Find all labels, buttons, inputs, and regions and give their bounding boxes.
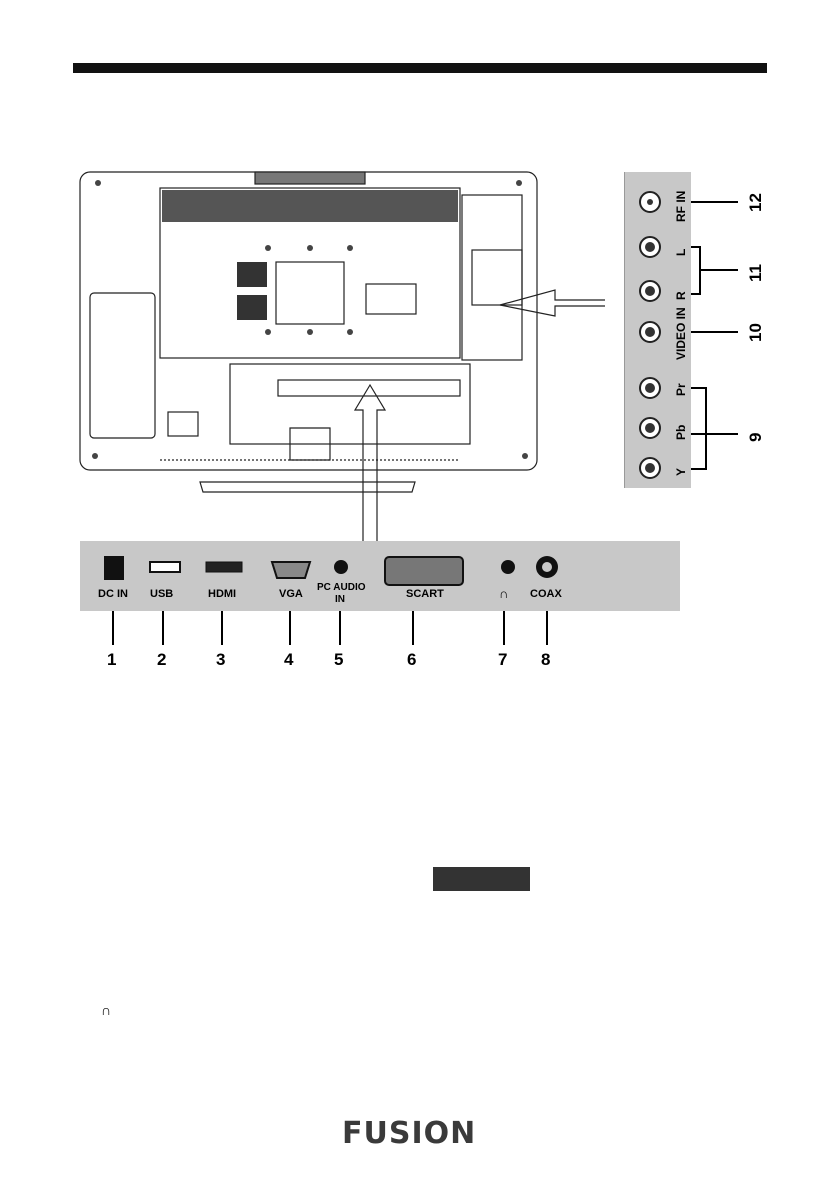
- callout-7: 7: [498, 650, 508, 669]
- callout-4: 4: [284, 650, 294, 669]
- rear-cover: [159, 187, 461, 359]
- callout-3: 3: [216, 650, 226, 669]
- headphone-icon-inline: ∩: [101, 1002, 112, 1018]
- redaction-box: [433, 867, 530, 891]
- port-label-dc-in: DC IN: [98, 588, 128, 600]
- vga-port: [270, 561, 312, 579]
- scart-port: [384, 556, 464, 586]
- top-rule: [73, 63, 767, 73]
- dc-in-jack: [104, 556, 124, 580]
- tv-rear-illustration: [79, 171, 738, 645]
- bottom-panel-jacks: [104, 556, 558, 586]
- port-label-hdmi: HDMI: [208, 588, 237, 600]
- callout-1: 1: [107, 650, 117, 669]
- side-panel-jacks: [639, 191, 661, 479]
- callout-6: 6: [407, 650, 417, 669]
- port-label-pc-audio-in: IN: [335, 594, 345, 605]
- bottom-connector-panel: [80, 541, 680, 611]
- hdmi-port: [205, 561, 243, 573]
- headphone-icon: ∩: [499, 586, 509, 601]
- callout-2: 2: [157, 650, 167, 669]
- port-label-scart: SCART: [406, 588, 444, 600]
- brand-logo: FUSION: [342, 1116, 477, 1151]
- port-label-vga: VGA: [279, 588, 303, 600]
- pc-audio-jack: [334, 560, 348, 574]
- usb-port: [149, 561, 181, 573]
- callout-5: 5: [334, 650, 344, 669]
- port-label-pc-audio: PC AUDIO: [317, 582, 366, 593]
- callout-8: 8: [541, 650, 551, 669]
- port-label-usb: USB: [150, 588, 174, 600]
- port-label-coax: COAX: [530, 588, 562, 600]
- headphone-jack: [501, 560, 515, 574]
